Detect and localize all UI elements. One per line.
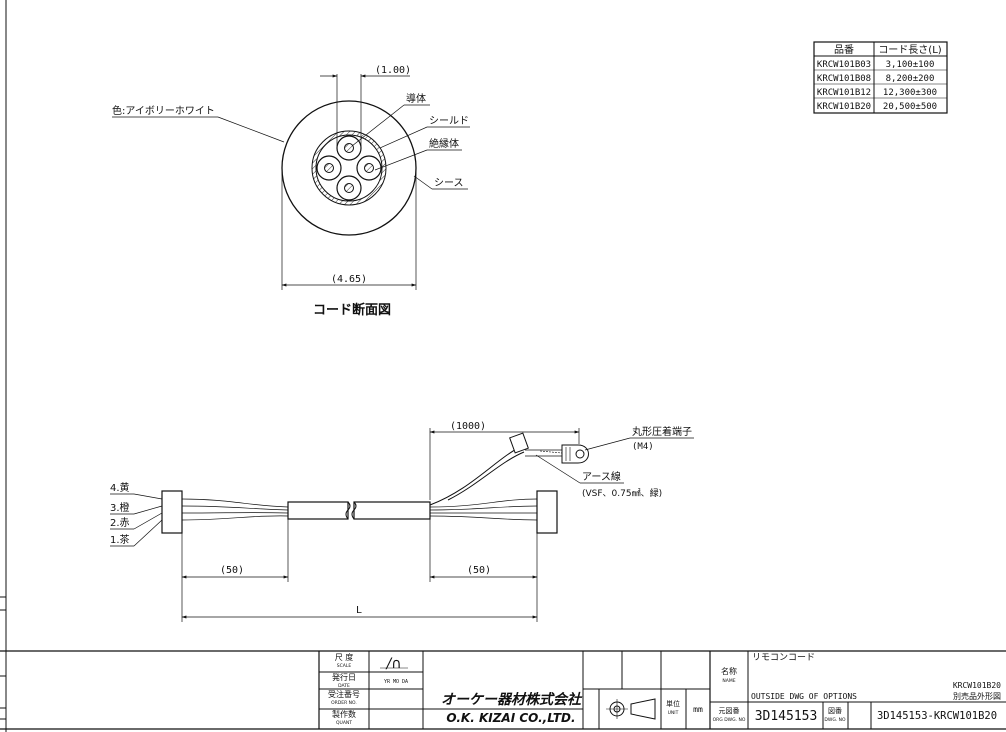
dim-cable-diameter: (4.65): [331, 274, 367, 285]
earth-wire-spec: (VSF、0.75㎟、緑): [582, 487, 662, 499]
dim-left-strip: (50): [220, 565, 244, 576]
name-label: 名称: [721, 666, 737, 676]
conductor-label: 導体: [406, 92, 426, 105]
conductor-right: [356, 155, 382, 181]
dim-right-strip: (50): [467, 565, 491, 576]
org-dwg-number: 3D145153: [755, 709, 818, 724]
title-block: 尺 度 SCALE /∩ 発行日 DATE YR MO DA 受注番号 ORDE…: [0, 650, 1006, 730]
wire-label-brown: 1.茶: [110, 533, 130, 546]
connector-left: [161, 490, 183, 534]
date-label: 発行日: [332, 672, 356, 682]
table-cell-part: KRCW101B03: [817, 60, 871, 70]
scale-label-en: SCALE: [337, 663, 352, 669]
table-header-part: 品番: [834, 44, 854, 56]
table-cell-part: KRCW101B20: [817, 102, 871, 112]
dwg-number: 3D145153-KRCW101B20: [877, 710, 997, 722]
wire-label-yellow: 4.黄: [110, 481, 130, 494]
sheath-label: シース: [434, 178, 464, 189]
company-name-jp: オーケー器材株式会社: [441, 691, 583, 708]
conductor-bottom: [336, 175, 362, 201]
color-label: 色:アイボリーホワイト: [112, 104, 215, 117]
section-title: コード断面図: [313, 302, 391, 318]
wire-label-orange: 3.橙: [110, 501, 130, 514]
date-label-en: DATE: [338, 683, 350, 689]
drawing-name: リモコンコード: [752, 653, 815, 663]
sheath-outline: [281, 100, 417, 236]
date-fields: YR MO DA: [384, 679, 408, 685]
table-cell-part: KRCW101B08: [817, 74, 871, 84]
connector-right: [536, 490, 558, 534]
unit-value: mm: [693, 705, 703, 714]
terminal-label: 丸形圧着端子: [632, 425, 692, 438]
drawing-subtitle: 別売品外形図: [953, 691, 1001, 701]
cable-jacket: [287, 501, 349, 520]
shield-label: シールド: [429, 116, 469, 127]
scale-label: 尺 度: [335, 652, 354, 662]
table-cell-length: 20,500±500: [883, 102, 937, 112]
table-cell-part: KRCW101B12: [817, 88, 871, 98]
projection-symbol-icon: [606, 698, 656, 720]
outside-dwg-label: OUTSIDE DWG OF OPTIONS: [751, 692, 857, 701]
unit-label-en: UNIT: [668, 710, 679, 716]
scale-value-mark: /∩: [385, 656, 402, 672]
table-cell-length: 8,200±200: [886, 74, 935, 84]
table-header-length: コード長さ(L): [878, 44, 941, 56]
qty-label: 製作数: [332, 709, 356, 719]
cable-cross-section: (1.00) (4.65) 色:アイボリーホワイト 導体 シールド 絶縁体 シー…: [112, 65, 470, 318]
ring-terminal: [561, 444, 589, 464]
dim-overall-length: L: [356, 605, 362, 616]
org-dwg-label: 元図番: [719, 707, 740, 715]
insulator-label: 絶縁体: [429, 137, 459, 150]
dim-conductor-width: (1.00): [375, 65, 411, 76]
earth-wire-label: アース線: [582, 470, 621, 483]
dim-earth-length: (1000): [450, 421, 486, 432]
dwg-no-label-en: DWG. NO: [824, 717, 846, 723]
parts-table: 品番 コード長さ(L) KRCW101B03 3,100±100 KRCW101…: [813, 41, 948, 114]
table-cell-length: 3,100±100: [886, 60, 935, 70]
terminal-size: (M4): [632, 442, 654, 452]
qty-label-en: QUANT: [336, 720, 352, 726]
order-label: 受注番号: [328, 689, 360, 699]
cable-jacket: [353, 501, 431, 520]
model-number: KRCW101B20: [953, 681, 1001, 690]
unit-label: 単位: [666, 699, 680, 708]
order-label-en: ORDER NO.: [331, 700, 357, 706]
earth-wire-sleeve: [509, 432, 529, 454]
cable-assembly: 4.黄 3.橙 2.赤 1.茶 丸形圧着端子 (M4) アース線 (VSF、0.…: [110, 421, 694, 622]
dwg-no-label: 図番: [828, 707, 842, 715]
conductor-left: [316, 155, 342, 181]
org-dwg-label-en: ORG DWG. NO: [713, 717, 746, 723]
table-cell-length: 12,300±300: [883, 88, 937, 98]
wire-label-red: 2.赤: [110, 517, 130, 529]
conductor-top: [336, 135, 362, 161]
company-name-en: O.K. KIZAI CO.,LTD.: [446, 711, 575, 725]
name-label-en: NAME: [722, 678, 735, 684]
